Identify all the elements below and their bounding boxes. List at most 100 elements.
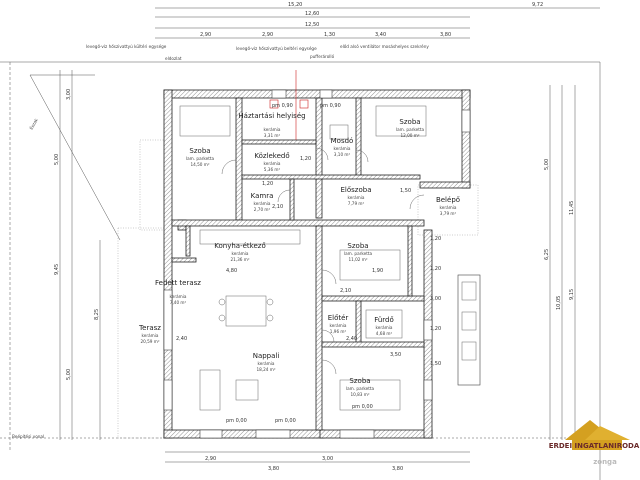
svg-text:Szoba: Szoba xyxy=(347,242,368,250)
svg-text:1,50: 1,50 xyxy=(400,188,411,194)
svg-text:pm 0,90: pm 0,90 xyxy=(320,103,341,109)
bottom-dimensions: 2,90 3,80 3,00 3,80 xyxy=(165,451,470,472)
svg-text:20,59 m²: 20,59 m² xyxy=(140,339,159,344)
dim-side-6: 6,25 xyxy=(544,249,550,260)
interior-walls xyxy=(171,97,425,431)
svg-text:Előtér: Előtér xyxy=(328,313,349,322)
svg-text:Közlekedő: Közlekedő xyxy=(254,151,289,160)
dim-side-5: 8,25 xyxy=(94,309,100,320)
svg-text:kerámia: kerámia xyxy=(348,195,365,200)
svg-text:3,10 m²: 3,10 m² xyxy=(334,152,351,157)
svg-text:lam. parketta: lam. parketta xyxy=(186,156,215,161)
svg-text:kerámia: kerámia xyxy=(440,205,457,210)
north-label: Észak xyxy=(29,117,40,130)
svg-text:1,20: 1,20 xyxy=(262,181,273,187)
utility-markers xyxy=(269,70,309,140)
svg-text:pm 0,90: pm 0,90 xyxy=(272,103,293,109)
svg-text:kerámia: kerámia xyxy=(258,361,275,366)
svg-text:Fedett terasz: Fedett terasz xyxy=(155,279,201,287)
dim-side-4: 5,00 xyxy=(66,369,72,380)
svg-text:kerámia: kerámia xyxy=(170,294,187,299)
svg-text:lam. parketta: lam. parketta xyxy=(344,251,373,256)
svg-text:2,40: 2,40 xyxy=(176,336,187,342)
dim-top-5: 2,90 xyxy=(262,32,273,38)
svg-text:1,90: 1,90 xyxy=(372,268,383,274)
room-labels: Szoba lam. parketta 14,50 m² Háztartási … xyxy=(138,112,460,397)
dim-top-total: 15,20 xyxy=(288,2,302,8)
svg-text:12,00 m²: 12,00 m² xyxy=(400,133,419,138)
room-fedett-terasz: Fedett terasz kerámia 7,40 m² xyxy=(155,279,201,305)
svg-text:kerámia: kerámia xyxy=(264,161,281,166)
site-boundary xyxy=(0,61,601,480)
svg-text:Szoba: Szoba xyxy=(349,377,370,385)
dim-top-3: 12,50 xyxy=(305,22,319,28)
svg-text:1,96 m²: 1,96 m² xyxy=(330,329,347,334)
svg-text:11,02 m²: 11,02 m² xyxy=(348,257,367,262)
note-ventilation: előd alsó ventilátor mosáshelyes szekrén… xyxy=(340,44,429,49)
svg-text:kerámia: kerámia xyxy=(376,325,393,330)
svg-text:kerámia: kerámia xyxy=(142,333,159,338)
room-kamra: Kamra kerámia 2,70 m² xyxy=(251,192,274,212)
svg-text:kerámia: kerámia xyxy=(330,323,347,328)
svg-text:3,00: 3,00 xyxy=(430,296,441,302)
svg-text:1,20: 1,20 xyxy=(300,156,311,162)
svg-text:Nappali: Nappali xyxy=(253,352,280,360)
svg-text:Szoba: Szoba xyxy=(399,118,420,126)
dim-top-7: 3,40 xyxy=(375,32,386,38)
svg-text:1,50: 1,50 xyxy=(430,361,441,367)
doors xyxy=(221,147,425,375)
room-eloszoba: Előszoba kerámia 7,79 m² xyxy=(341,185,372,206)
inner-dimensions: 4,80 2,40 1,20 1,90 2,10 2,40 3,50 1,20 … xyxy=(176,103,441,424)
room-konyha-etkezo: Konyha-étkező kerámia 21,36 m² xyxy=(214,241,265,262)
svg-text:7,79 m²: 7,79 m² xyxy=(348,201,365,206)
watermark-logo: ERDEI INGATLANIRODA zonga xyxy=(549,420,640,466)
room-terasz: Terasz kerámia 20,59 m² xyxy=(138,324,161,344)
watermark-title: ERDEI INGATLANIRODA xyxy=(549,442,640,450)
svg-text:Fürdő: Fürdő xyxy=(374,315,394,324)
dim-side-8: 10,05 xyxy=(556,296,562,310)
svg-text:lam. parketta: lam. parketta xyxy=(346,386,375,391)
dim-side-3: 3,00 xyxy=(66,89,72,100)
svg-text:7,40 m²: 7,40 m² xyxy=(170,300,187,305)
room-szoba-3: Szoba lam. parketta 11,02 m² xyxy=(344,242,373,262)
dim-top-6: 1,30 xyxy=(324,32,335,38)
dim-top-8: 3,80 xyxy=(440,32,451,38)
svg-text:Szoba: Szoba xyxy=(189,147,210,155)
dim-side-7: 5,00 xyxy=(544,159,550,170)
svg-text:2,10: 2,10 xyxy=(340,288,351,294)
dim-bottom-1: 2,90 xyxy=(205,456,216,462)
windows xyxy=(163,89,471,439)
watermark-sub: zonga xyxy=(593,458,617,466)
svg-text:3,31 m²: 3,31 m² xyxy=(264,133,281,138)
svg-text:5,36 m²: 5,36 m² xyxy=(264,167,281,172)
svg-text:14,50 m²: 14,50 m² xyxy=(190,162,209,167)
note-eldozlat: eldozlat xyxy=(165,56,182,61)
svg-text:2,10: 2,10 xyxy=(272,204,283,210)
svg-text:3,79 m²: 3,79 m² xyxy=(440,211,457,216)
top-dimensions: 15,20 12,60 12,50 2,90 2,90 1,30 3,40 3,… xyxy=(155,2,600,39)
room-nappali: Nappali kerámia 18,24 m² xyxy=(253,352,280,372)
svg-text:2,40: 2,40 xyxy=(346,336,357,342)
svg-text:4,68 m²: 4,68 m² xyxy=(376,331,393,336)
svg-text:1,20: 1,20 xyxy=(430,236,441,242)
svg-text:18,24 m²: 18,24 m² xyxy=(256,367,275,372)
svg-text:4,80: 4,80 xyxy=(226,268,237,274)
dim-top-4: 2,90 xyxy=(200,32,211,38)
svg-text:Konyha-étkező: Konyha-étkező xyxy=(214,241,265,250)
dim-top-2: 12,60 xyxy=(305,11,319,17)
svg-text:kerámia: kerámia xyxy=(254,201,271,206)
room-mosdo: Mosdó kerámia 3,10 m² xyxy=(331,137,354,157)
svg-text:pm 0,00: pm 0,00 xyxy=(226,418,247,424)
svg-text:Belépő: Belépő xyxy=(436,195,460,204)
svg-text:pm 0,00: pm 0,00 xyxy=(275,418,296,424)
furniture xyxy=(179,105,427,411)
side-dimensions: 5,00 9,45 3,00 5,00 8,25 6,25 5,00 10,05… xyxy=(54,70,576,440)
room-szoba-1: Szoba lam. parketta 14,50 m² xyxy=(186,147,215,167)
note-building-line: Beépítési vonal xyxy=(12,434,44,439)
svg-text:3,50: 3,50 xyxy=(390,352,401,358)
note-heatpump-indoor: levegő-víz hőszivattyú beltéri egysége xyxy=(236,46,317,51)
room-belepo: Belépő kerámia 3,79 m² xyxy=(436,195,460,216)
svg-text:1,20: 1,20 xyxy=(430,326,441,332)
room-szoba-2: Szoba lam. parketta 12,00 m² xyxy=(396,118,425,138)
